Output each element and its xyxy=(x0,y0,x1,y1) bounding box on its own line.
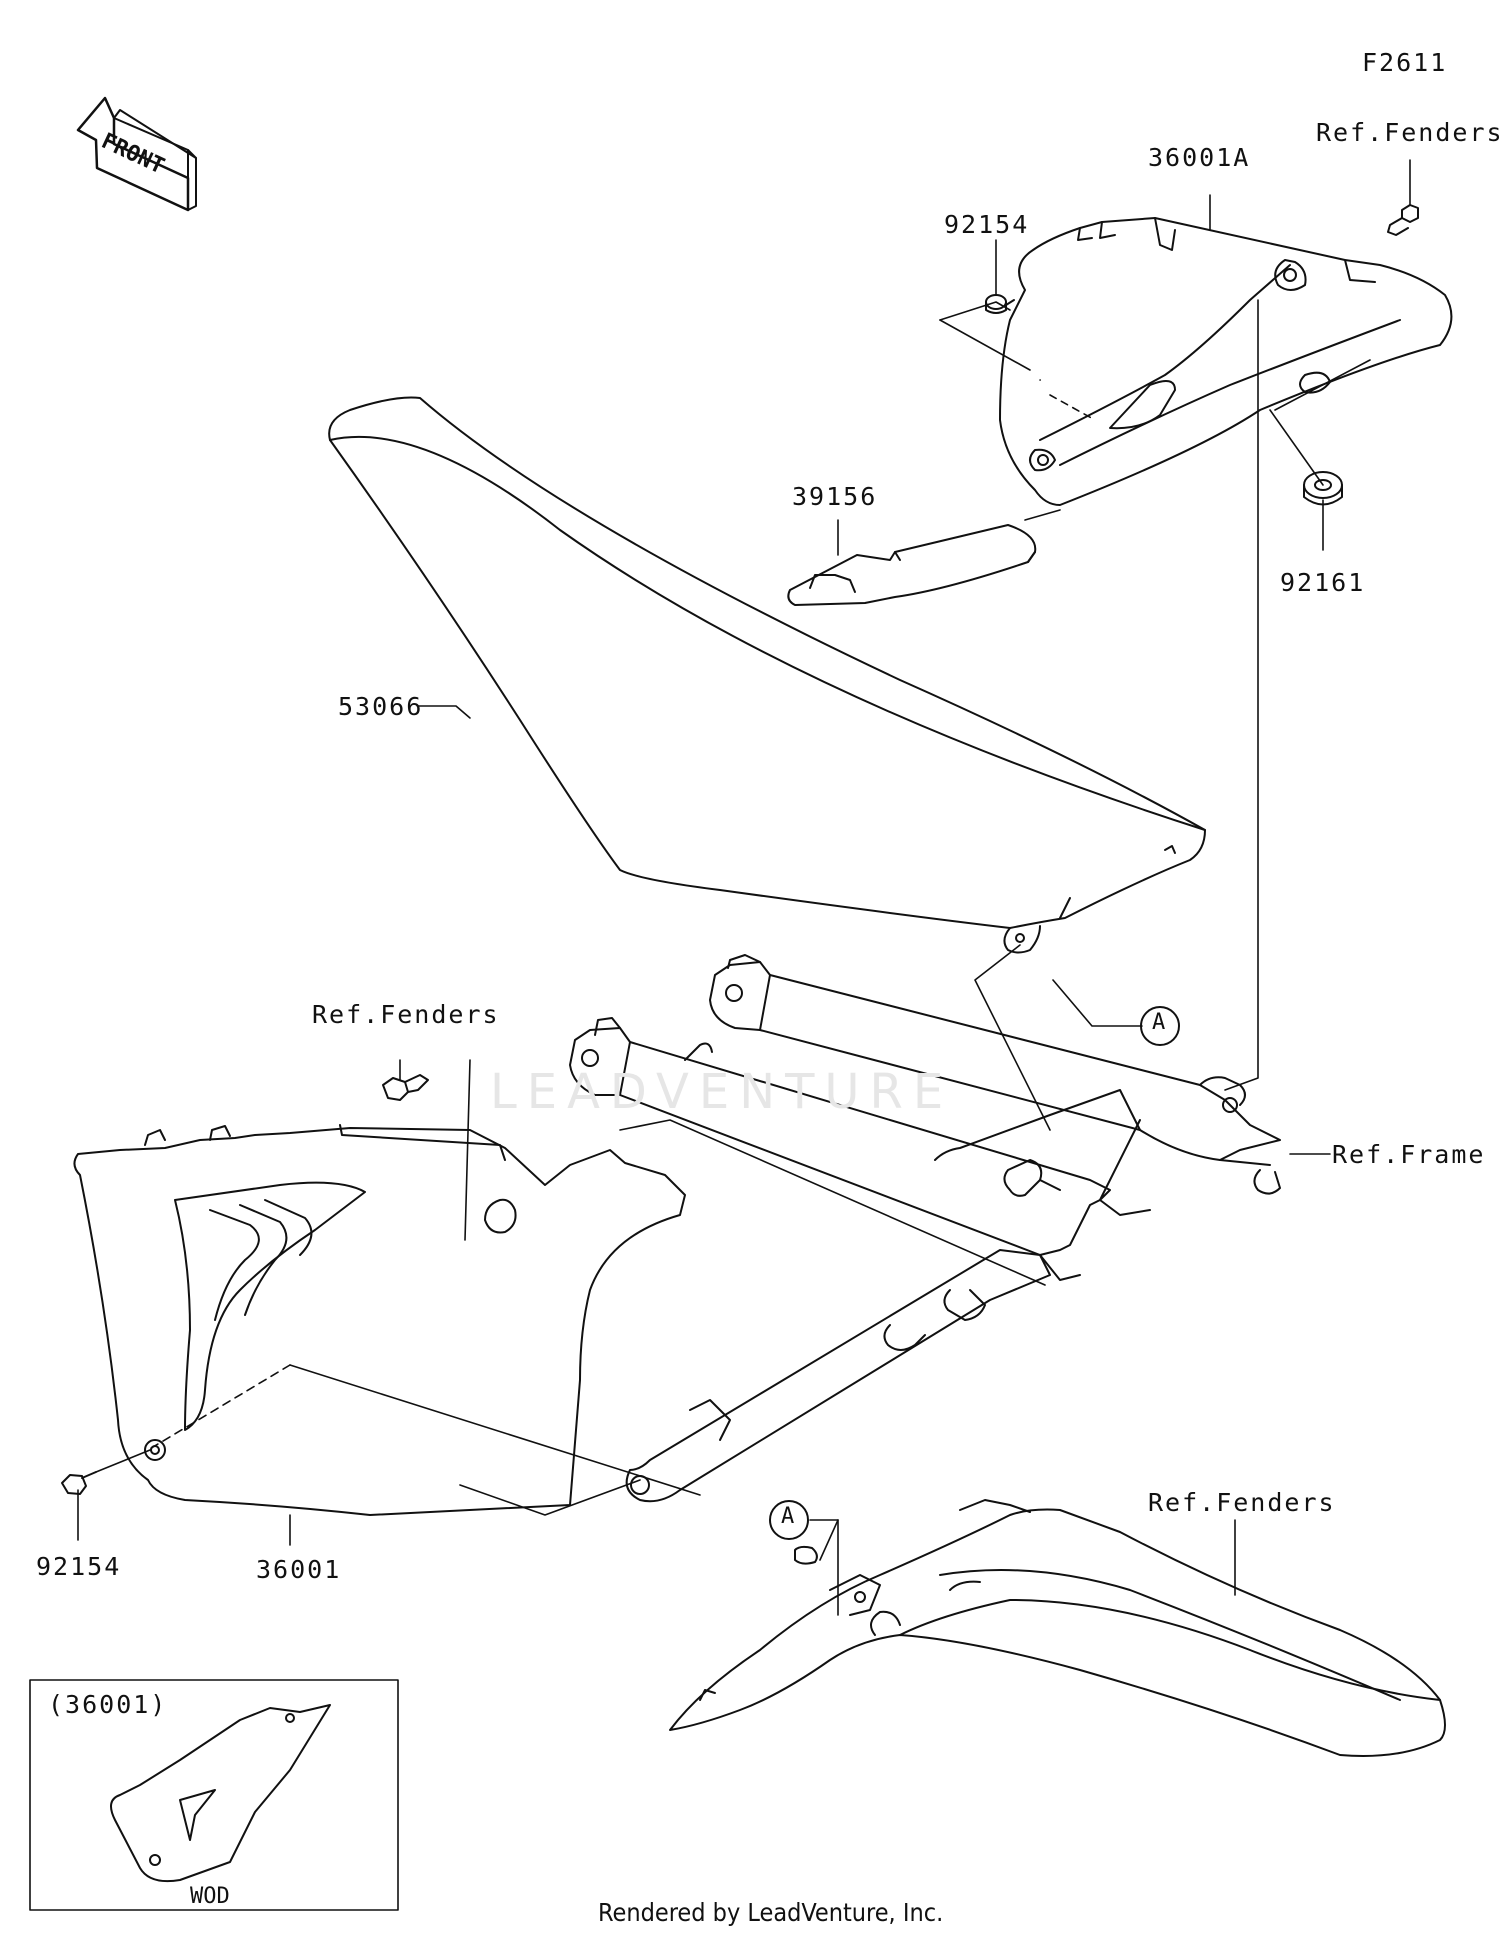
side-cover-36001 xyxy=(73,1124,686,1516)
callout-ref-fenders-top: Ref.Fenders xyxy=(1316,118,1500,147)
bolt-ref-fenders-mid xyxy=(382,1074,429,1101)
callout-circle-a-upper xyxy=(1140,1006,1180,1046)
diagram-id: F2611 xyxy=(1362,48,1448,77)
inset-label: (36001) xyxy=(48,1690,168,1719)
decal-39156 xyxy=(787,524,1037,606)
inset-caption: WOD xyxy=(190,1884,230,1909)
callout-ref-frame: Ref.Frame xyxy=(1332,1140,1486,1169)
seat-53066 xyxy=(328,396,1206,954)
callout-36001: 36001 xyxy=(256,1555,342,1584)
rear-fender xyxy=(669,1499,1446,1757)
callout-92161: 92161 xyxy=(1280,568,1366,597)
bolt-92154-bottom xyxy=(61,1471,97,1495)
callout-92154-bottom: 92154 xyxy=(36,1552,122,1581)
callout-36001A: 36001A xyxy=(1148,143,1251,172)
side-cover-36001A xyxy=(999,217,1453,506)
callout-53066: 53066 xyxy=(338,692,424,721)
callout-a-upper-label: A xyxy=(1152,1010,1168,1035)
callout-92154-top: 92154 xyxy=(944,210,1030,239)
callout-a-lower-label: A xyxy=(781,1504,797,1529)
watermark: LEADVENTURE xyxy=(490,1064,954,1120)
front-arrow-icon: FRONT xyxy=(76,96,197,212)
leader-lines xyxy=(77,159,1411,1616)
bolt-ref-fenders-top xyxy=(1387,204,1419,236)
callout-ref-fenders-bottom: Ref.Fenders xyxy=(1148,1488,1336,1517)
callout-39156: 39156 xyxy=(792,482,878,511)
inset-side-cover-wod xyxy=(110,1704,331,1883)
subframe xyxy=(569,954,1281,1503)
footer-credit: Rendered by LeadVenture, Inc. xyxy=(598,1898,944,1927)
callout-circle-a-lower xyxy=(769,1500,809,1540)
callout-ref-fenders-mid: Ref.Fenders xyxy=(312,1000,500,1029)
inset-frame xyxy=(29,1679,399,1911)
